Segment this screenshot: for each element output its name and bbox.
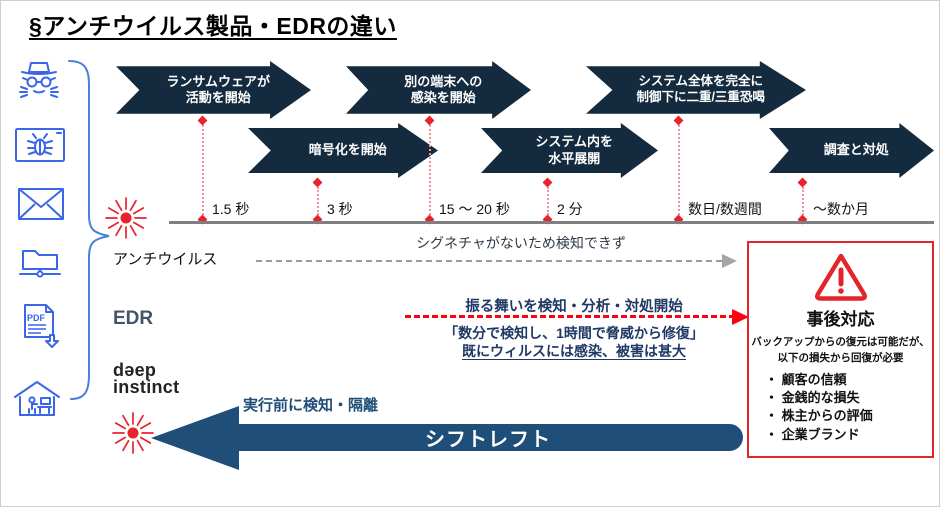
stage-label: ランサムウェアが [166, 73, 271, 89]
stage-label: 水平展開 [548, 150, 601, 166]
shift-left-label: シフトレフト [425, 429, 551, 451]
stage-arrow-encrypt: 暗号化を開始 [248, 123, 438, 178]
antivirus-label: アンチウイルス [113, 251, 218, 268]
pdf-download-icon: PDF [19, 301, 63, 349]
antivirus-dashed-arrow [256, 260, 722, 262]
stage-label: システム全体を完全に [638, 74, 764, 89]
time-label: 3 秒 [327, 201, 353, 217]
svg-text:PDF: PDF [27, 313, 46, 323]
edr-arrowhead-icon [732, 309, 749, 325]
aftermath-box: 事後対応 バックアップからの復元は可能だが、 以下の損失から回復が必要 顧客の信… [747, 241, 934, 458]
time-label: 〜数か月 [813, 201, 869, 217]
timeline-marker [797, 177, 808, 225]
timeline-marker [673, 115, 684, 225]
stage-label: 活動を開始 [185, 90, 251, 105]
list-item: 企業ブランド [765, 426, 873, 444]
aftermath-subtitle: バックアップからの復元は可能だが、 以下の損失から回復が必要 [751, 336, 930, 364]
hacker-icon [15, 59, 63, 103]
deep-instinct-logo: dəep instinct [113, 360, 180, 398]
time-label: 15 〜 20 秒 [439, 201, 510, 217]
stage-label: 制御下に二重/三重恐喝 [636, 90, 765, 104]
stage-label: 調査と対処 [823, 142, 889, 158]
shift-left-arrow: シフトレフト [233, 424, 743, 451]
warning-icon [812, 251, 870, 308]
remote-work-icon [11, 377, 63, 419]
shift-left-arrowhead-icon [151, 406, 239, 470]
stage-label: システム内を [535, 134, 613, 150]
edr-quote: 「数分で検知し、1時間で脅威から修復」 [444, 325, 704, 341]
infection-burst-icon [102, 194, 150, 247]
stage-arrow-investigate: 調査と対処 [769, 123, 934, 178]
stage-arrow-ransomware: ランサムウェアが 活動を開始 [116, 61, 311, 119]
timeline-marker [424, 115, 435, 225]
stage-label: 暗号化を開始 [308, 142, 387, 158]
edr-dashed-arrow [405, 315, 735, 318]
deep-instinct-message: 実行前に検知・隔離 [243, 397, 379, 414]
time-label: 2 分 [557, 201, 583, 217]
antivirus-message: シグネチャがないため検知できず [416, 235, 626, 251]
timeline-marker [197, 115, 208, 225]
timeline-marker [542, 177, 553, 225]
list-item: 金銭的な損失 [765, 389, 873, 407]
stage-label: 感染を開始 [410, 90, 476, 105]
prevention-burst-icon [109, 409, 157, 462]
page-title: §アンチウイルス製品・EDRの違い [29, 13, 397, 39]
threats-brace [59, 57, 119, 414]
email-icon [17, 187, 65, 221]
time-label: 数日/数週間 [688, 201, 762, 217]
timeline [169, 221, 934, 224]
folder-network-icon [15, 243, 65, 281]
list-item: 株主からの評価 [765, 407, 873, 425]
edr-label: EDR [113, 308, 154, 329]
stage-label: 別の端末への [404, 73, 483, 89]
antivirus-arrowhead-icon [722, 254, 737, 268]
aftermath-title: 事後対応 [806, 310, 875, 329]
list-item: 顧客の信頼 [765, 371, 873, 389]
stage-arrow-extortion: システム全体を完全に 制御下に二重/三重恐喝 [586, 61, 806, 119]
edr-damage-note: 既にウィルスには感染、被害は甚大 [462, 343, 686, 359]
stage-arrow-spread: 別の端末への 感染を開始 [346, 61, 531, 119]
stage-arrow-lateral: システム内を 水平展開 [481, 123, 658, 178]
malware-window-icon [13, 123, 67, 167]
time-label: 1.5 秒 [212, 201, 250, 217]
timeline-marker [312, 177, 323, 225]
edr-message: 振る舞いを検知・分析・対処開始 [465, 299, 683, 315]
aftermath-loss-list: 顧客の信頼 金銭的な損失 株主からの評価 企業ブランド [765, 371, 873, 444]
